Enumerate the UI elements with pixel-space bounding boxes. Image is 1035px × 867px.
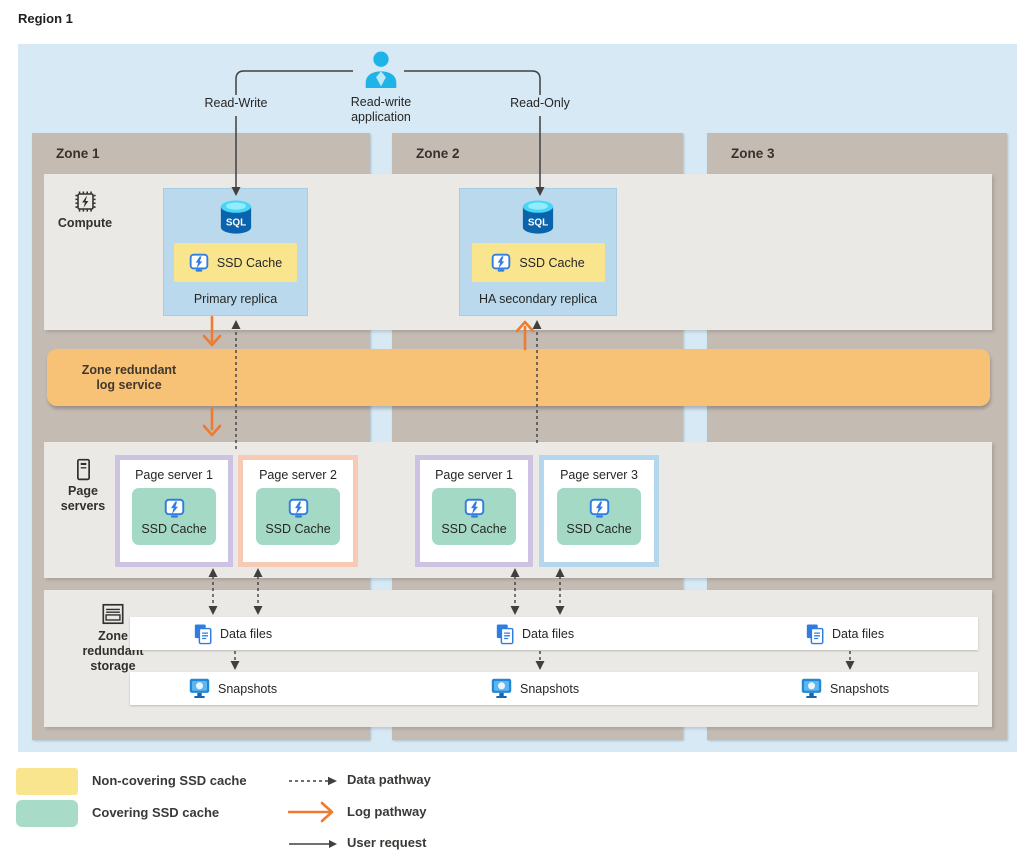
replica-title: Primary replica xyxy=(193,292,278,306)
ssd-cache-label: SSD Cache xyxy=(519,255,585,270)
page-servers-label: Page servers xyxy=(60,484,106,513)
storage-rack-icon xyxy=(102,603,124,625)
noncovering-ssd-cache-chip: SSD Cache xyxy=(174,243,297,282)
ssd-cache-label: SSD Cache xyxy=(566,521,632,536)
legend-covering-label: Covering SSD cache xyxy=(92,805,220,820)
covering-ssd-cache-chip: SSD Cache xyxy=(256,488,340,545)
sql-database-icon: SQL xyxy=(522,200,554,234)
zone-header-label: Zone 3 xyxy=(731,146,775,161)
ssd-drive-icon xyxy=(164,498,184,518)
snapshot-monitor-icon xyxy=(491,678,512,698)
document-files-icon xyxy=(496,623,514,644)
snapshots-item: Snapshots xyxy=(188,672,277,705)
legend-noncovering-label: Non-covering SSD cache xyxy=(92,773,247,788)
server-tower-icon xyxy=(76,458,90,481)
legend-swatch-covering xyxy=(16,800,78,827)
ssd-drive-icon xyxy=(589,498,609,518)
log-service-band: Zone redundant log service xyxy=(47,349,990,406)
covering-ssd-cache-chip: SSD Cache xyxy=(557,488,641,545)
document-files-icon xyxy=(194,623,212,644)
page-server-card: Page server 3 SSD Cache xyxy=(539,455,659,567)
legend-swatch-noncovering xyxy=(16,768,78,795)
page-server-title: Page server 2 xyxy=(259,468,337,482)
snapshots-label: Snapshots xyxy=(520,681,580,696)
snapshot-monitor-icon xyxy=(801,678,822,698)
snapshots-item: Snapshots xyxy=(800,672,889,705)
zone-header-label: Zone 2 xyxy=(416,146,460,161)
sql-icon-label: SQL xyxy=(528,218,548,229)
ha-secondary-replica-card: SQL SSD Cache HA secondary replica xyxy=(459,188,617,316)
storage-label-group: Zone redundant storage xyxy=(76,602,150,674)
page-server-card: Page server 1 SSD Cache xyxy=(115,455,233,567)
read-write-label: Read-Write xyxy=(204,96,268,110)
replica-title: HA secondary replica xyxy=(478,292,598,306)
ssd-cache-label: SSD Cache xyxy=(265,521,331,536)
document-files-icon xyxy=(806,623,824,644)
ssd-cache-label: SSD Cache xyxy=(216,255,283,270)
ssd-drive-icon xyxy=(492,253,511,272)
page-server-title: Page server 1 xyxy=(435,468,513,482)
app-label: Read-write application xyxy=(350,95,412,124)
solid-arrow-icon xyxy=(289,840,337,848)
primary-replica-card: SQL SSD Cache Primary replica xyxy=(163,188,308,316)
covering-ssd-cache-chip: SSD Cache xyxy=(432,488,516,545)
data-files-item: Data files xyxy=(193,617,272,650)
compute-label: Compute xyxy=(57,216,113,230)
sql-database-icon: SQL xyxy=(220,200,251,234)
legend-user-request-label: User request xyxy=(347,835,427,850)
ssd-cache-label: SSD Cache xyxy=(141,521,207,536)
sql-icon-label: SQL xyxy=(225,218,245,229)
ssd-drive-icon xyxy=(464,498,484,518)
ssd-drive-icon xyxy=(288,498,308,518)
storage-label: Zone redundant storage xyxy=(82,629,144,673)
page-server-card: Page server 2 SSD Cache xyxy=(238,455,358,567)
page-server-title: Page server 1 xyxy=(135,468,213,482)
data-files-bar: Data files Data files Data files xyxy=(130,617,978,650)
snapshots-label: Snapshots xyxy=(218,681,278,696)
region-label: Region 1 xyxy=(18,11,73,26)
dashed-arrow-icon xyxy=(289,776,337,786)
data-files-item: Data files xyxy=(495,617,574,650)
person-icon xyxy=(365,51,397,88)
snapshot-monitor-icon xyxy=(189,678,210,698)
data-files-item: Data files xyxy=(805,617,884,650)
snapshots-bar: Snapshots Snapshots Snapshots xyxy=(130,672,978,705)
snapshots-item: Snapshots xyxy=(490,672,579,705)
noncovering-ssd-cache-chip: SSD Cache xyxy=(471,243,605,282)
log-service-label: Zone redundant log service xyxy=(81,363,177,392)
orange-arrow-icon xyxy=(288,801,334,823)
snapshots-label: Snapshots xyxy=(830,681,890,696)
zone-header-label: Zone 1 xyxy=(56,146,100,161)
covering-ssd-cache-chip: SSD Cache xyxy=(132,488,216,545)
page-server-card: Page server 1 SSD Cache xyxy=(415,455,533,567)
data-files-label: Data files xyxy=(832,626,885,641)
ssd-cache-label: SSD Cache xyxy=(441,521,507,536)
read-only-label: Read-Only xyxy=(510,96,570,110)
data-files-label: Data files xyxy=(220,626,273,641)
page-server-title: Page server 3 xyxy=(560,468,638,482)
page-servers-label-group: Page servers xyxy=(58,458,108,514)
compute-label-group: Compute xyxy=(56,190,114,231)
data-files-label: Data files xyxy=(522,626,575,641)
legend-data-pathway-label: Data pathway xyxy=(347,772,431,787)
ssd-drive-icon xyxy=(189,253,209,272)
storage-strip xyxy=(44,590,992,727)
legend-log-pathway-label: Log pathway xyxy=(347,804,427,819)
compute-chip-icon xyxy=(74,191,96,212)
